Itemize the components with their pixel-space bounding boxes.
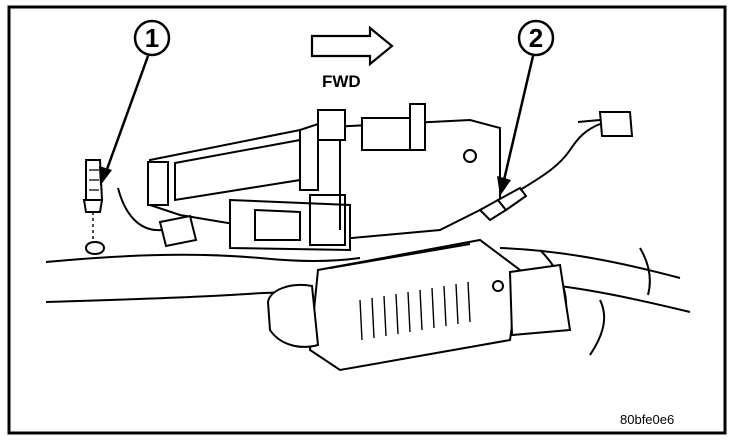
transmission-assembly: [147, 103, 501, 252]
figure-code: 80bfe0e6: [620, 412, 674, 427]
upstream-oxygen-sensor: [82, 159, 198, 255]
downstream-oxygen-sensor: [478, 111, 634, 222]
catalytic-converter: [266, 238, 572, 372]
forward-arrow-icon: [310, 25, 394, 67]
figure-frame: [7, 5, 727, 435]
callout-2-number: 2: [529, 23, 543, 53]
callout-1-number: 1: [145, 23, 159, 53]
direction-label: FWD: [322, 72, 361, 91]
callout-2: 2: [497, 19, 555, 196]
callout-1: 1: [99, 19, 171, 186]
